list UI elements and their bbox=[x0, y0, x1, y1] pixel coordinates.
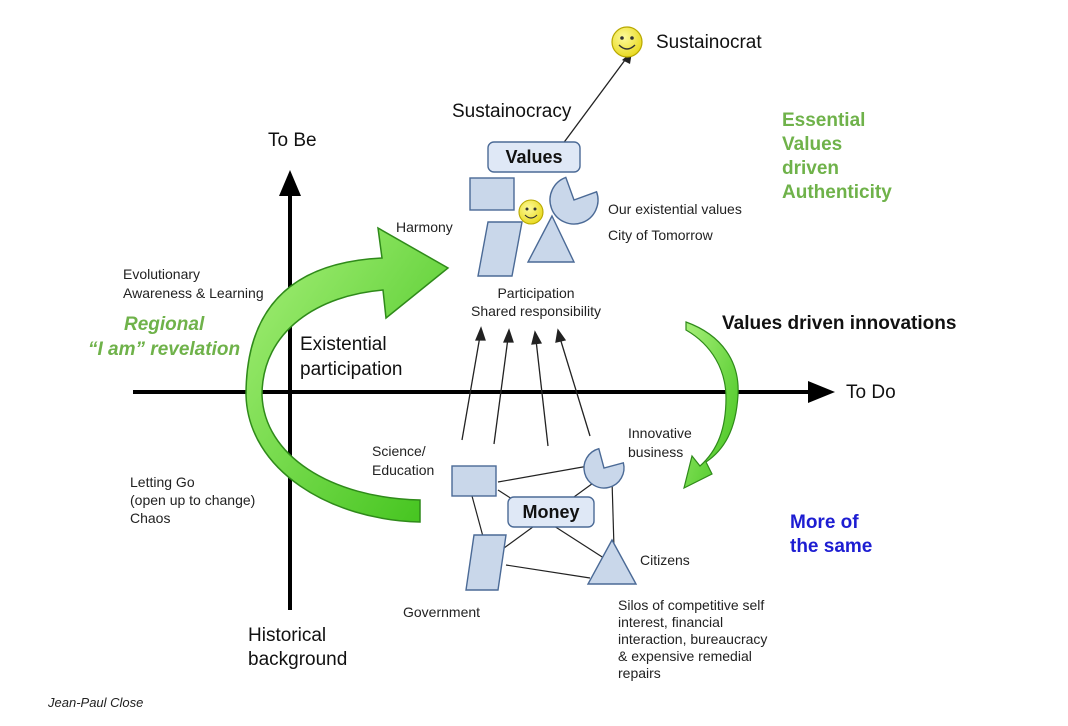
open-up-label: (open up to change) bbox=[130, 492, 255, 508]
network-line bbox=[505, 564, 591, 579]
values-cluster bbox=[469, 141, 599, 277]
city-of-tomorrow-label: City of Tomorrow bbox=[608, 227, 714, 243]
background-label: background bbox=[248, 649, 347, 670]
education-label: Education bbox=[372, 462, 434, 478]
science-label: Science/ bbox=[372, 443, 426, 459]
regional-label: Regional bbox=[124, 314, 205, 335]
citizens-label: Citizens bbox=[640, 552, 690, 568]
values-parallelogram-shape bbox=[477, 221, 523, 277]
money-box-label: Money bbox=[522, 502, 579, 522]
money-cluster bbox=[451, 447, 638, 591]
values-smiley-icon bbox=[518, 199, 544, 225]
money-pacman-shape bbox=[583, 447, 625, 489]
values-label: Values bbox=[782, 134, 842, 155]
author-credit: Jean-Paul Close bbox=[47, 695, 143, 710]
values-box bbox=[487, 141, 581, 173]
existential-values-label: Our existential values bbox=[608, 201, 742, 217]
awareness-learning-label: Awareness & Learning bbox=[123, 285, 264, 301]
silos-label-1: Silos of competitive self bbox=[618, 597, 764, 613]
silos-label-3: interaction, bureaucracy bbox=[618, 631, 767, 647]
more-of-label: More of bbox=[790, 512, 859, 533]
silos-label-4: & expensive remedial bbox=[618, 648, 752, 664]
money-triangle-shape bbox=[586, 538, 638, 585]
harmony-label: Harmony bbox=[396, 219, 453, 235]
sustainocracy-label: Sustainocracy bbox=[452, 101, 572, 122]
business-label: business bbox=[628, 444, 683, 460]
left-green-arrow bbox=[245, 226, 450, 523]
essential-label: Essential bbox=[782, 110, 865, 131]
historical-label: Historical bbox=[248, 625, 326, 646]
driven-label: driven bbox=[782, 158, 839, 179]
government-label: Government bbox=[403, 604, 480, 620]
network-line bbox=[497, 464, 595, 483]
the-same-label: the same bbox=[790, 536, 872, 557]
vertical-axis bbox=[279, 170, 301, 610]
existential-label: Existential bbox=[300, 334, 387, 355]
values-driven-innovations-label: Values driven innovations bbox=[722, 313, 956, 334]
to-do-label: To Do bbox=[846, 382, 896, 403]
evolutionary-label: Evolutionary bbox=[123, 266, 200, 282]
values-triangle-shape bbox=[526, 214, 576, 263]
values-square-shape bbox=[469, 177, 515, 211]
innovative-label: Innovative bbox=[628, 425, 692, 441]
money-box bbox=[507, 496, 595, 528]
upward-arrows bbox=[461, 326, 591, 447]
shared-responsibility-label: Shared responsibility bbox=[471, 303, 601, 319]
right-green-arrow bbox=[683, 321, 739, 490]
silos-label-2: interest, financial bbox=[618, 614, 723, 630]
money-square-shape bbox=[451, 465, 497, 497]
participation-left-label: participation bbox=[300, 359, 402, 380]
chaos-label: Chaos bbox=[130, 510, 170, 526]
silos-label-5: repairs bbox=[618, 665, 661, 681]
participation-label: Participation bbox=[497, 285, 574, 301]
values-box-label: Values bbox=[505, 147, 562, 167]
authenticity-label: Authenticity bbox=[782, 182, 892, 203]
money-parallelogram-shape bbox=[465, 534, 507, 591]
sustainocrat-label: Sustainocrat bbox=[656, 32, 762, 53]
values-pacman-shape bbox=[549, 176, 599, 225]
sustainocrat-smiley-icon bbox=[611, 26, 643, 58]
network-line bbox=[611, 479, 615, 549]
i-am-revelation-label: “I am” revelation bbox=[88, 339, 240, 360]
letting-go-label: Letting Go bbox=[130, 474, 195, 490]
to-be-label: To Be bbox=[268, 130, 317, 151]
